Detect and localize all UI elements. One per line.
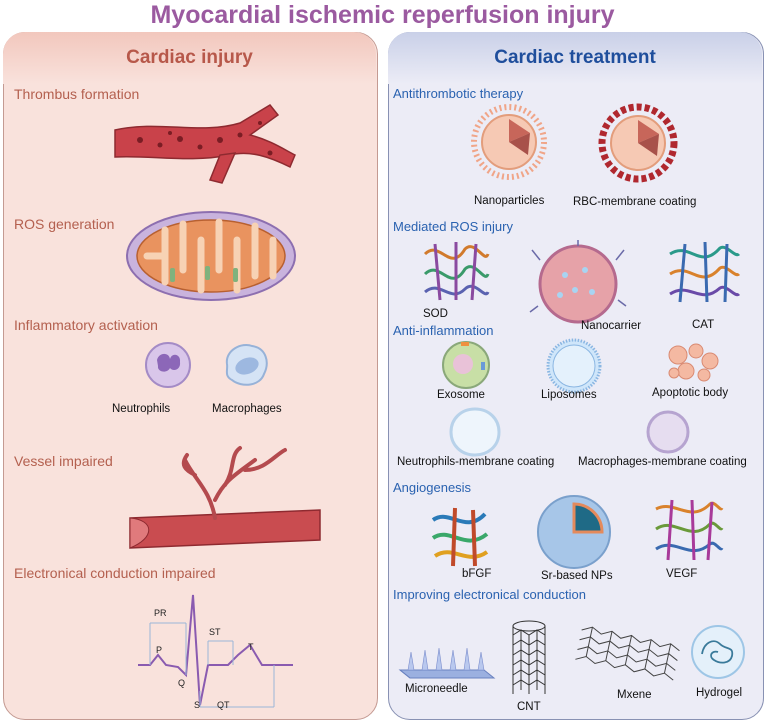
nanoparticles-label: Nanoparticles [474,195,545,207]
vegf-label: VEGF [666,568,698,580]
section-inflammatory-activation: Inflammatory activation [14,317,158,333]
section-vessel-impaired: Vessel impaired [14,453,113,469]
sod-label: SOD [423,308,448,320]
section-angiogenesis: Angiogenesis [393,480,472,495]
section-anti-inflammation: Anti-inflammation [393,323,494,338]
macrophages-membrane-coating-label: Macrophages-membrane coating [578,456,747,468]
rbc-membrane-coating-illustration [598,103,678,183]
thrombus-vessel-illustration [114,104,296,184]
macrophages-membrane-coating-illustration [646,410,690,454]
apoptotic-body-label: Apoptotic body [652,387,729,399]
section-mediated-ros-injury: Mediated ROS injury [393,219,513,234]
nanocarrier-illustration [529,240,627,324]
microneedle-label: Microneedle [405,683,468,695]
section-ros-generation: ROS generation [14,216,115,232]
cnt-label: CNT [517,701,541,713]
ecg-q-label: Q [178,678,186,688]
microneedle-illustration [398,647,496,679]
bfgf-protein-illustration [431,507,489,567]
hydrogel-label: Hydrogel [696,687,743,699]
figure-title: Myocardial ischemic reperfusion injury [150,1,615,29]
cardiac-treatment-header-bg [388,32,762,84]
ecg-s-label: S [194,700,201,710]
vegf-protein-illustration [655,499,724,561]
rbc-membrane-coating-label: RBC-membrane coating [573,196,697,208]
cat-protein-illustration [669,241,741,303]
apoptotic-body-illustration [668,343,719,382]
cnt-illustration [512,620,546,694]
impaired-vessel-illustration [129,446,321,549]
macrophages-label: Macrophages [212,403,282,415]
cardiac-treatment-heading: Cardiac treatment [494,47,656,68]
cardiac-injury-header-bg [3,32,376,84]
cardiac-injury-heading: Cardiac injury [126,47,253,68]
ecg-st-label: ST [209,627,221,637]
mxene-label: Mxene [617,689,652,701]
neutrophil-cell-illustration [145,342,191,388]
cat-label: CAT [692,319,715,331]
neutrophils-label: Neutrophils [112,403,171,415]
ecg-trace-illustration [138,594,293,708]
exosome-label: Exosome [437,389,485,401]
nanocarrier-label: Nanocarrier [581,320,642,332]
sr-based-nps-label: Sr-based NPs [541,570,613,582]
neutrophils-membrane-coating-label: Neutrophils-membrane coating [397,456,555,468]
ecg-p-label: P [156,645,163,655]
mitochondrion-illustration [126,211,296,301]
ecg-qt-label: QT [217,700,230,710]
section-improving-electronical-conduction: Improving electronical conduction [393,587,586,602]
macrophage-cell-illustration [225,344,268,386]
hydrogel-illustration [691,625,745,679]
ecg-pr-label: PR [154,608,167,618]
bfgf-label: bFGF [462,568,492,580]
liposome-illustration [546,338,602,394]
section-electronical-conduction-impaired: Electronical conduction impaired [14,565,216,581]
nanoparticle-illustration [471,104,547,180]
sr-based-nps-illustration [537,495,611,569]
mxene-illustration [575,626,680,681]
section-thrombus-formation: Thrombus formation [14,86,140,102]
ecg-t-label: T [248,642,254,652]
liposomes-label: Liposomes [541,389,597,401]
sod-protein-illustration [423,242,490,301]
neutrophils-membrane-coating-illustration [449,407,501,457]
section-antithrombotic-therapy: Antithrombotic therapy [393,86,524,101]
exosome-illustration [442,341,490,389]
